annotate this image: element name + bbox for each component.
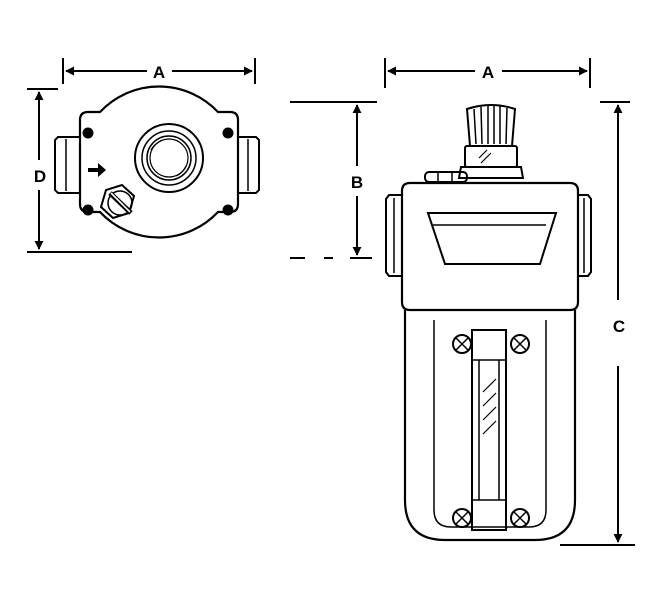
top-fill-cap — [134, 123, 204, 193]
top-dim-a-label: A — [153, 63, 165, 82]
side-knob — [465, 104, 517, 147]
side-sight-dome — [457, 145, 525, 179]
side-dim-b-label: B — [351, 173, 363, 192]
top-bolt-bl — [82, 204, 94, 216]
top-body-outline — [78, 85, 240, 239]
screw-icon — [510, 334, 530, 354]
top-bolt-tl — [82, 127, 94, 139]
top-left-port — [54, 136, 80, 194]
side-head-panel — [426, 212, 558, 265]
top-bolt-br — [222, 204, 234, 216]
side-bowl — [403, 310, 577, 542]
top-bolt-tr — [222, 127, 234, 139]
top-adjust-knob — [99, 183, 136, 220]
side-dim-c-label: C — [613, 317, 625, 336]
side-right-port — [578, 194, 592, 277]
side-left-port — [385, 194, 402, 277]
top-right-port — [238, 136, 260, 194]
flow-direction-arrow-icon — [88, 163, 106, 177]
top-view — [27, 58, 260, 253]
top-dim-d-label: D — [34, 167, 46, 186]
screw-icon — [452, 508, 472, 528]
side-bowl-inner — [433, 320, 547, 528]
screw-icon — [510, 508, 530, 528]
screw-icon — [452, 334, 472, 354]
side-dim-a-label: A — [482, 63, 494, 82]
side-sight-glass — [471, 329, 507, 531]
side-head-block — [400, 181, 580, 312]
side-view — [290, 58, 635, 546]
